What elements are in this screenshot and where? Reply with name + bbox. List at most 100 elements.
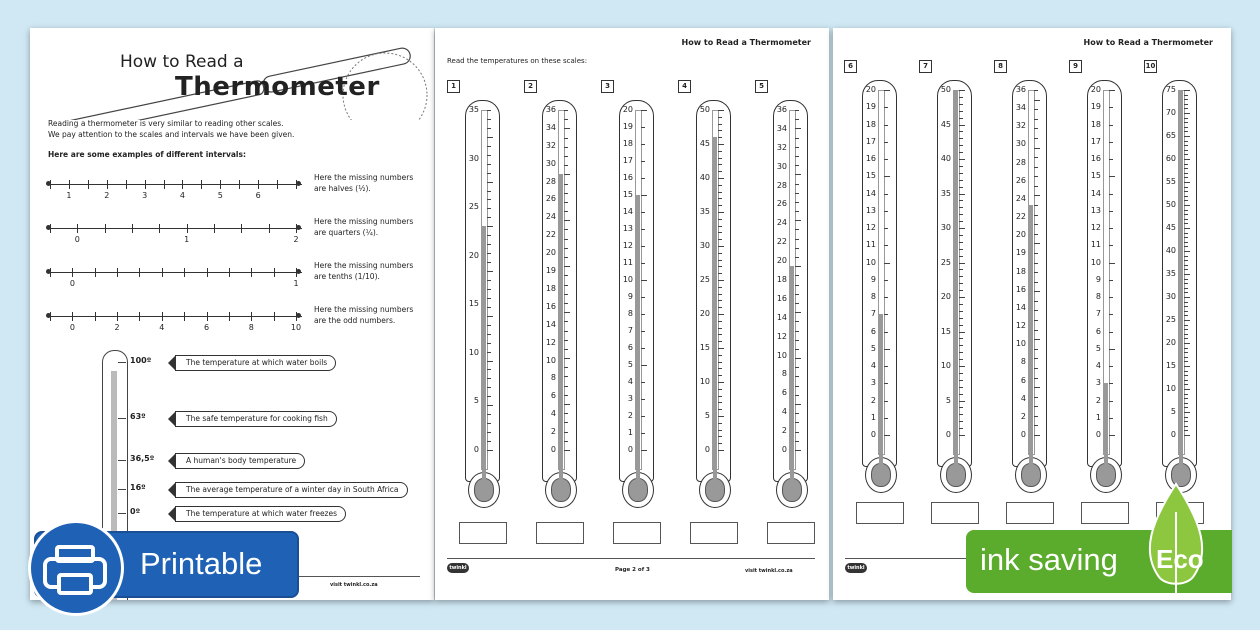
scale-label: 30 bbox=[1165, 292, 1176, 301]
worksheet-page-2: How to Read a Thermometer Read the tempe… bbox=[435, 28, 829, 600]
scale-label: 22 bbox=[776, 237, 787, 247]
scale-label: 3 bbox=[627, 394, 633, 403]
scale-label: 12 bbox=[776, 331, 787, 341]
scale-label: 8 bbox=[550, 373, 556, 383]
scale-label: 24 bbox=[776, 218, 787, 228]
number-line-description: Here the missing numbers are tenths (1/1… bbox=[314, 261, 414, 281]
scale-label: 30 bbox=[1015, 139, 1026, 149]
scale-label: 14 bbox=[1015, 302, 1026, 312]
scale-label: 0 bbox=[473, 445, 479, 454]
mercury-column bbox=[790, 266, 794, 480]
twinkl-logo: twinkl bbox=[845, 563, 867, 573]
scale-label: 0 bbox=[704, 445, 710, 454]
scale-label: 5 bbox=[945, 395, 951, 405]
scale-label: 45 bbox=[940, 119, 951, 129]
question-number: 4 bbox=[678, 80, 691, 93]
scale-label: 18 bbox=[622, 139, 633, 148]
number-line-label: 2 bbox=[114, 323, 120, 332]
scale-label: 4 bbox=[781, 407, 787, 417]
scale-label: 25 bbox=[699, 275, 710, 284]
scale-label: 20 bbox=[468, 250, 479, 260]
scale-label: 8 bbox=[1020, 357, 1026, 367]
scale-label: 11 bbox=[1090, 240, 1101, 250]
ink-saving-label: ink saving bbox=[980, 542, 1118, 577]
question-number: 9 bbox=[1069, 60, 1082, 73]
scale-label: 40 bbox=[699, 173, 710, 182]
answer-box[interactable] bbox=[690, 522, 738, 544]
scale-label: 6 bbox=[627, 343, 633, 352]
scale-label: 10 bbox=[1015, 339, 1026, 349]
scale-label: 15 bbox=[940, 326, 951, 336]
answer-box[interactable] bbox=[1081, 502, 1129, 524]
number-line-label: 0 bbox=[69, 279, 75, 288]
scale-label: 10 bbox=[1165, 384, 1176, 393]
temperature-description: A human's body temperature bbox=[167, 453, 306, 469]
scale-label: 20 bbox=[865, 85, 876, 94]
scale-label: 2 bbox=[627, 411, 633, 420]
scale-label: 19 bbox=[622, 122, 633, 131]
scale-label: 15 bbox=[1165, 361, 1176, 370]
number-line-label: 8 bbox=[248, 323, 254, 332]
scale-label: 32 bbox=[545, 140, 556, 150]
scale-label: 20 bbox=[776, 256, 787, 266]
scale-label: 20 bbox=[622, 105, 633, 114]
footer-url: visit twinkl.co.za bbox=[745, 568, 793, 574]
question-number: 1 bbox=[447, 80, 460, 93]
temperature-value: 16º bbox=[130, 483, 146, 492]
scale-label: 12 bbox=[1090, 223, 1101, 232]
mercury-column bbox=[482, 226, 486, 480]
scale-label: 2 bbox=[781, 426, 787, 436]
scale-label: 30 bbox=[545, 158, 556, 168]
number-line-label: 1 bbox=[66, 191, 72, 200]
page-header: How to Read a Thermometer bbox=[1083, 38, 1213, 47]
number-line-label: 2 bbox=[293, 235, 299, 244]
scale-label: 20 bbox=[545, 248, 556, 258]
scale-label: 20 bbox=[940, 292, 951, 301]
scale-label: 4 bbox=[1020, 393, 1026, 403]
scale-label: 18 bbox=[1015, 266, 1026, 276]
scale-label: 30 bbox=[699, 241, 710, 250]
answer-box[interactable] bbox=[931, 502, 979, 524]
number-line-label: 3 bbox=[142, 191, 148, 200]
answer-box[interactable] bbox=[856, 502, 904, 524]
intro-text: Reading a thermometer is very similar to… bbox=[48, 118, 348, 140]
scale-label: 15 bbox=[622, 190, 633, 199]
scale-label: 15 bbox=[1090, 171, 1101, 181]
scale-label: 36 bbox=[545, 105, 556, 114]
temperature-value: 100º bbox=[130, 356, 152, 365]
scale-label: 0 bbox=[627, 445, 633, 454]
scale-label: 32 bbox=[776, 142, 787, 152]
number-line-label: 6 bbox=[255, 191, 261, 200]
scale-label: 20 bbox=[699, 309, 710, 318]
scale-label: 24 bbox=[1015, 193, 1026, 203]
question-number: 2 bbox=[524, 80, 537, 93]
question-number: 7 bbox=[919, 60, 932, 73]
answer-box[interactable] bbox=[613, 522, 661, 544]
answer-box[interactable] bbox=[1006, 502, 1054, 524]
scale-label: 34 bbox=[1015, 103, 1026, 113]
scale-label: 65 bbox=[1165, 131, 1176, 140]
page-number: Page 2 of 3 bbox=[615, 567, 650, 573]
scale-label: 26 bbox=[776, 199, 787, 209]
scale-label: 12 bbox=[622, 241, 633, 250]
scale-label: 50 bbox=[940, 85, 951, 94]
scale-label: 18 bbox=[1090, 119, 1101, 129]
answer-box[interactable] bbox=[767, 522, 815, 544]
scale-label: 26 bbox=[1015, 175, 1026, 185]
scale-label: 8 bbox=[1095, 292, 1101, 301]
scale-label: 16 bbox=[1090, 154, 1101, 163]
answer-box[interactable] bbox=[536, 522, 584, 544]
scale-label: 40 bbox=[940, 154, 951, 163]
scale-label: 6 bbox=[781, 388, 787, 398]
scale-label: 16 bbox=[776, 293, 787, 303]
scale-label: 28 bbox=[1015, 157, 1026, 167]
ink-saving-badge: ink saving Eco bbox=[966, 482, 1232, 598]
scale-label: 30 bbox=[776, 161, 787, 171]
scale-label: 11 bbox=[865, 240, 876, 250]
twinkl-logo: twinkl bbox=[447, 563, 469, 573]
answer-box[interactable] bbox=[459, 522, 507, 544]
mercury-column bbox=[636, 195, 640, 480]
scale-label: 3 bbox=[1095, 378, 1101, 388]
scale-label: 10 bbox=[940, 361, 951, 370]
scale-label: 22 bbox=[545, 230, 556, 240]
